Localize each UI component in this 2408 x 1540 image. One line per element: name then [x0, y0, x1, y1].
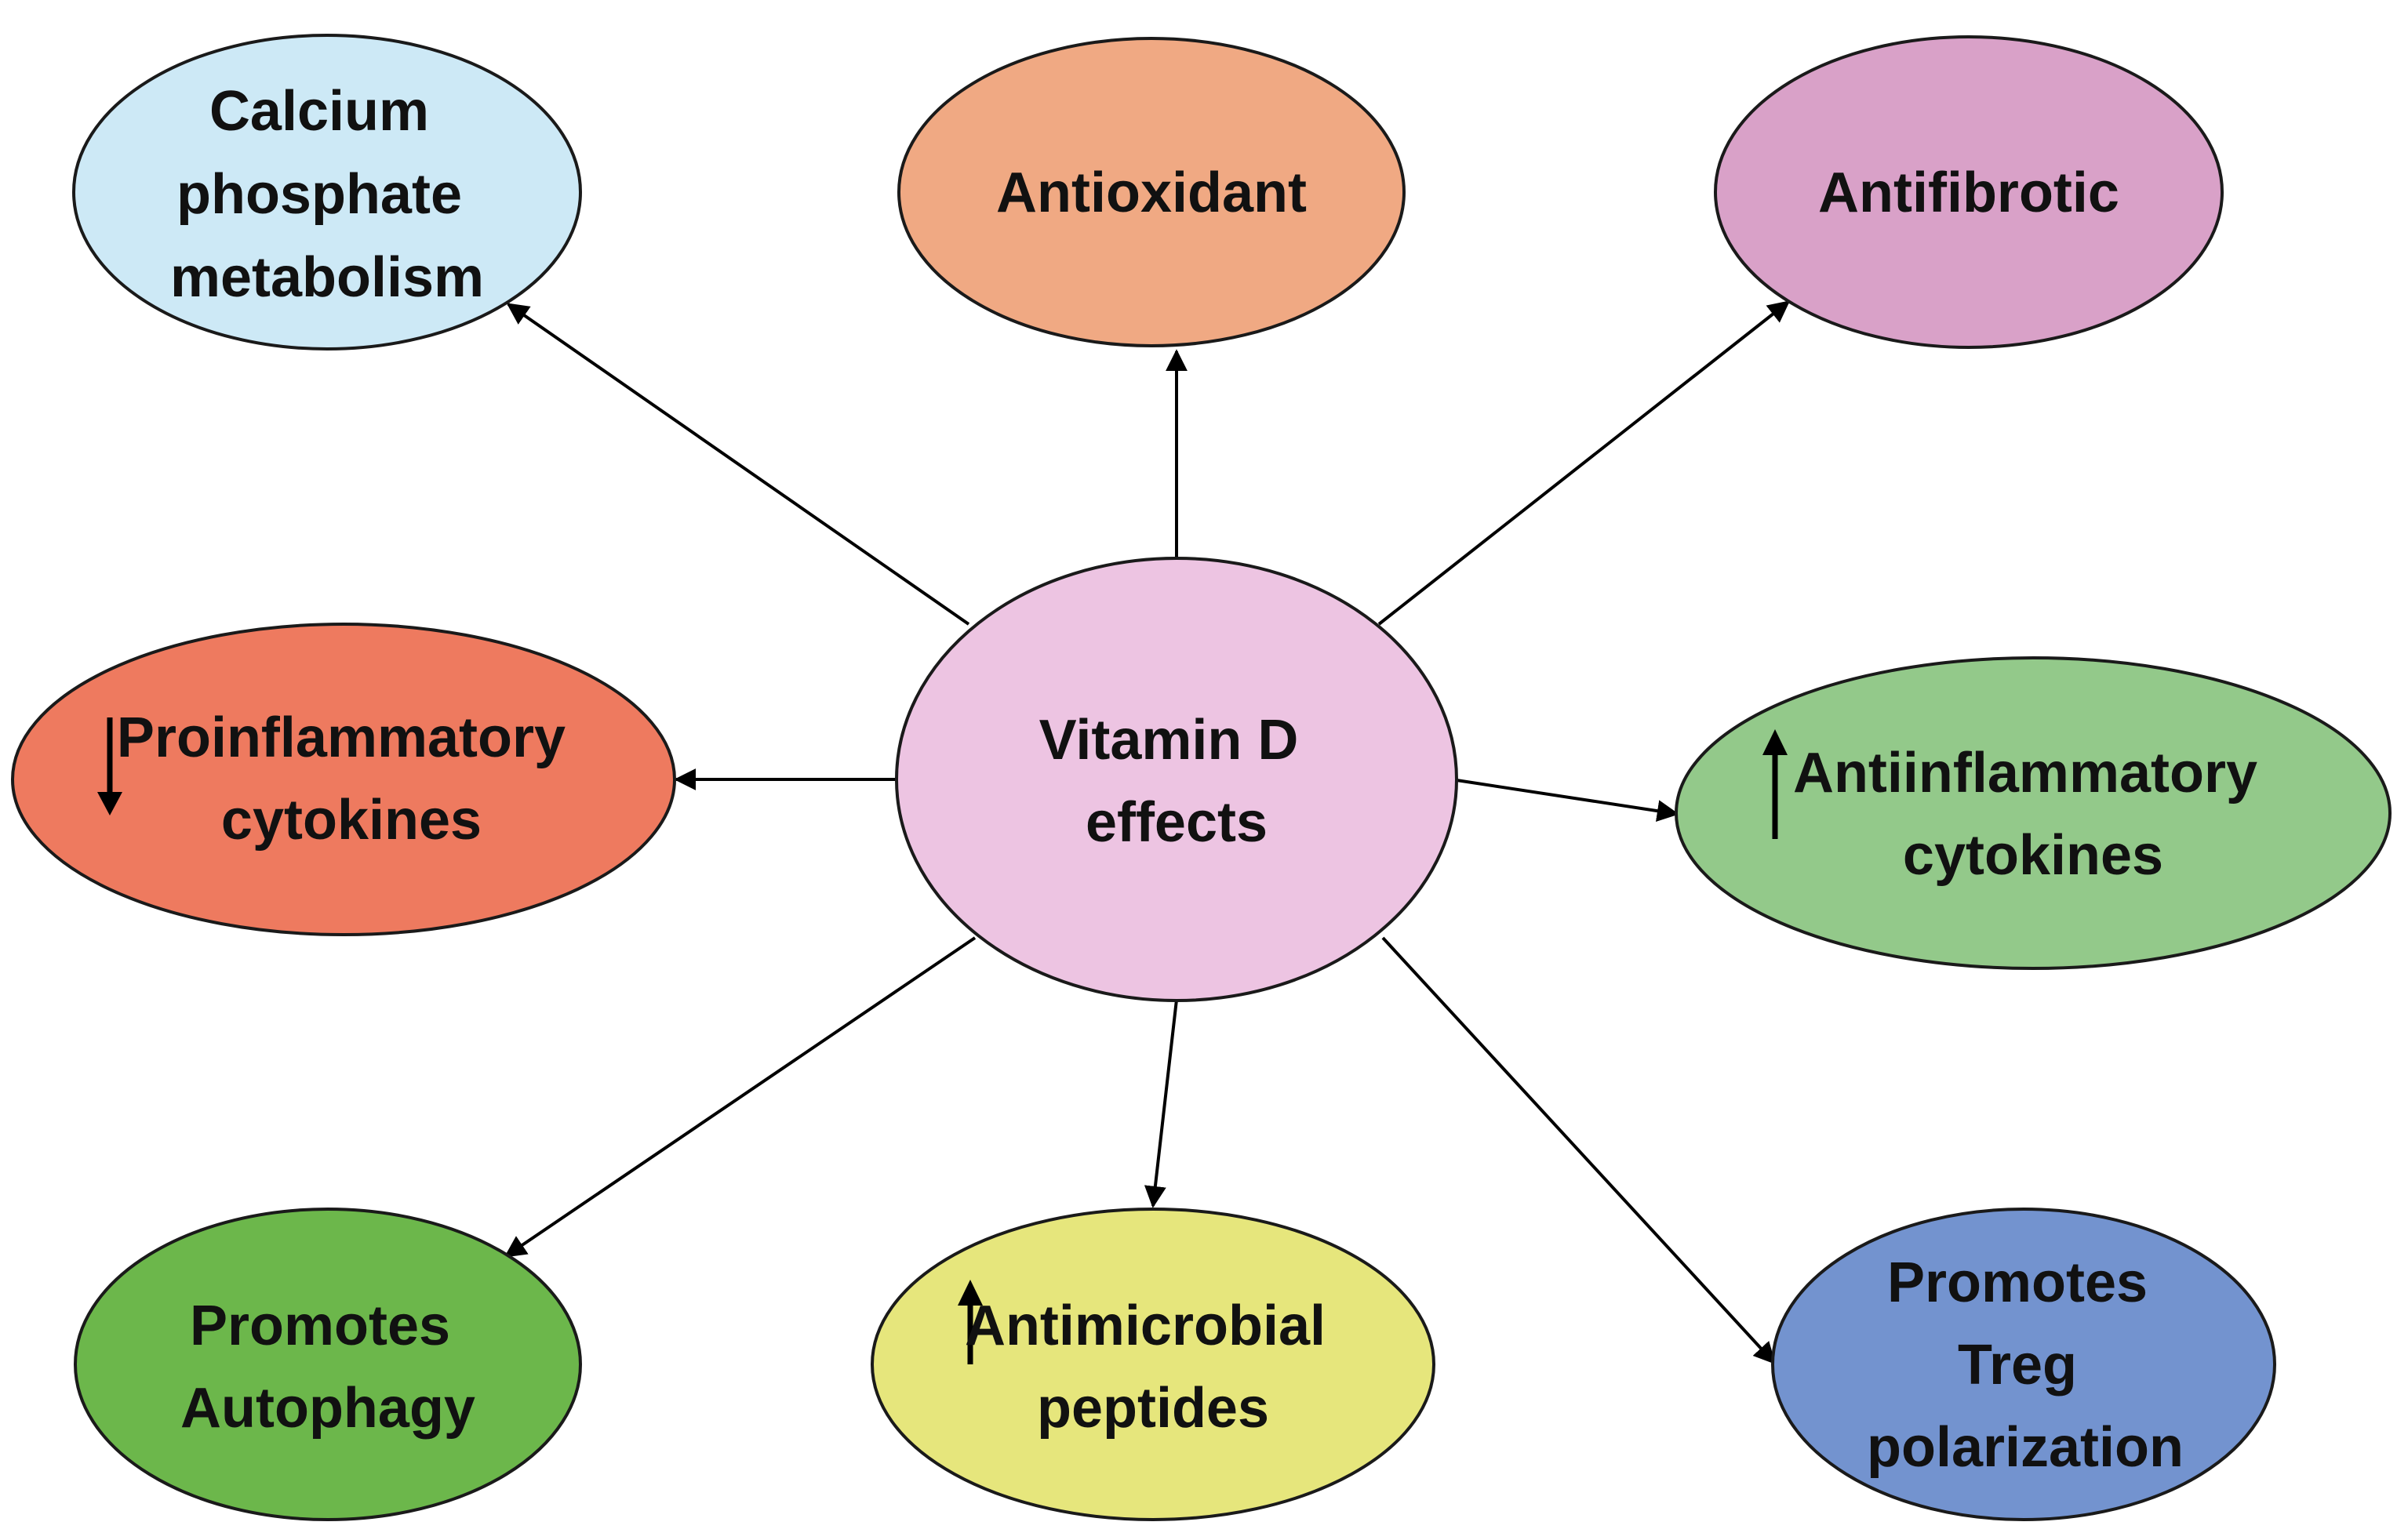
autophagy-ellipse — [74, 1208, 582, 1521]
antimicrobial-label: Antimicrobial peptides — [965, 1295, 1341, 1440]
antifibrotic-label-line-1: Antifibrotic — [1818, 162, 2119, 224]
down-arrow-icon — [97, 717, 122, 815]
antifibrotic-ellipse — [1714, 35, 2224, 349]
proinflammatory-label-line-2: cytokines — [221, 789, 482, 852]
antimicrobial-ellipse — [871, 1208, 1435, 1521]
up-arrow-icon — [958, 1280, 983, 1364]
node-antiinflammatory-cytokines: Antiinflammatory cytokines — [1675, 656, 2392, 970]
autophagy-label: Promotes Autophagy — [180, 1295, 475, 1440]
antiinflammatory-label: Antiinflammatory cytokines — [1793, 742, 2273, 887]
center-label: Vitamin D effects — [1039, 709, 1315, 854]
antimicrobial-label-line-2: peptides — [1037, 1377, 1269, 1440]
antifibrotic-label: Antifibrotic — [1818, 162, 2119, 224]
node-proinflammatory-cytokines: Proinflammatory cytokines — [11, 623, 676, 936]
node-antifibrotic: Antifibrotic — [1714, 35, 2224, 349]
calcium-label-line-3: metabolism — [170, 246, 484, 309]
arrow-to-treg — [1381, 936, 1776, 1365]
calcium-label-line-1: Calcium — [209, 80, 429, 143]
node-antimicrobial-peptides: Antimicrobial peptides — [871, 1208, 1435, 1521]
treg-label-line-2: Treg — [1958, 1334, 2077, 1397]
node-calcium-phosphate-metabolism: Calcium phosphate metabolism — [72, 34, 582, 350]
up-arrow-icon — [1762, 729, 1788, 839]
arrow-to-autophagy — [504, 936, 977, 1258]
node-promotes-autophagy: Promotes Autophagy — [74, 1208, 582, 1521]
calcium-label: Calcium phosphate metabolism — [170, 80, 484, 309]
autophagy-label-line-2: Autophagy — [180, 1377, 475, 1440]
calcium-ellipse — [72, 34, 582, 350]
center-ellipse — [895, 557, 1458, 1002]
antioxidant-label-line-1: Antioxidant — [996, 162, 1307, 224]
arrow-to-calcium — [506, 303, 970, 626]
proinflammatory-label: Proinflammatory cytokines — [117, 706, 581, 852]
node-promotes-treg-polarization: Promotes Treg polarization — [1771, 1208, 2276, 1521]
arrow-to-antiinflammatory — [1456, 779, 1679, 823]
treg-label-line-3: polarization — [1867, 1416, 2184, 1479]
antiinflammatory-label-line-1: Antiinflammatory — [1793, 742, 2257, 805]
center-node: Vitamin D effects — [895, 557, 1458, 1002]
center-label-line-1: Vitamin D — [1039, 709, 1299, 772]
antimicrobial-label-line-1: Antimicrobial — [965, 1295, 1326, 1357]
treg-ellipse — [1771, 1208, 2276, 1521]
proinflammatory-ellipse — [11, 623, 676, 936]
connector-arrows — [504, 300, 1791, 1365]
center-label-line-2: effects — [1086, 791, 1268, 854]
treg-label: Promotes Treg polarization — [1867, 1251, 2184, 1479]
arrow-to-antifibrotic — [1377, 300, 1791, 626]
calcium-label-line-2: phosphate — [176, 163, 462, 226]
node-antioxidant: Antioxidant — [897, 37, 1406, 347]
antiinflammatory-ellipse — [1675, 656, 2392, 970]
antiinflammatory-label-line-2: cytokines — [1903, 824, 2163, 887]
proinflammatory-label-line-1: Proinflammatory — [117, 706, 566, 769]
antioxidant-label: Antioxidant — [996, 162, 1307, 224]
autophagy-label-line-1: Promotes — [190, 1295, 450, 1357]
treg-label-line-1: Promotes — [1887, 1251, 2148, 1314]
antioxidant-ellipse — [897, 37, 1406, 347]
arrow-to-antimicrobial — [1144, 999, 1178, 1208]
